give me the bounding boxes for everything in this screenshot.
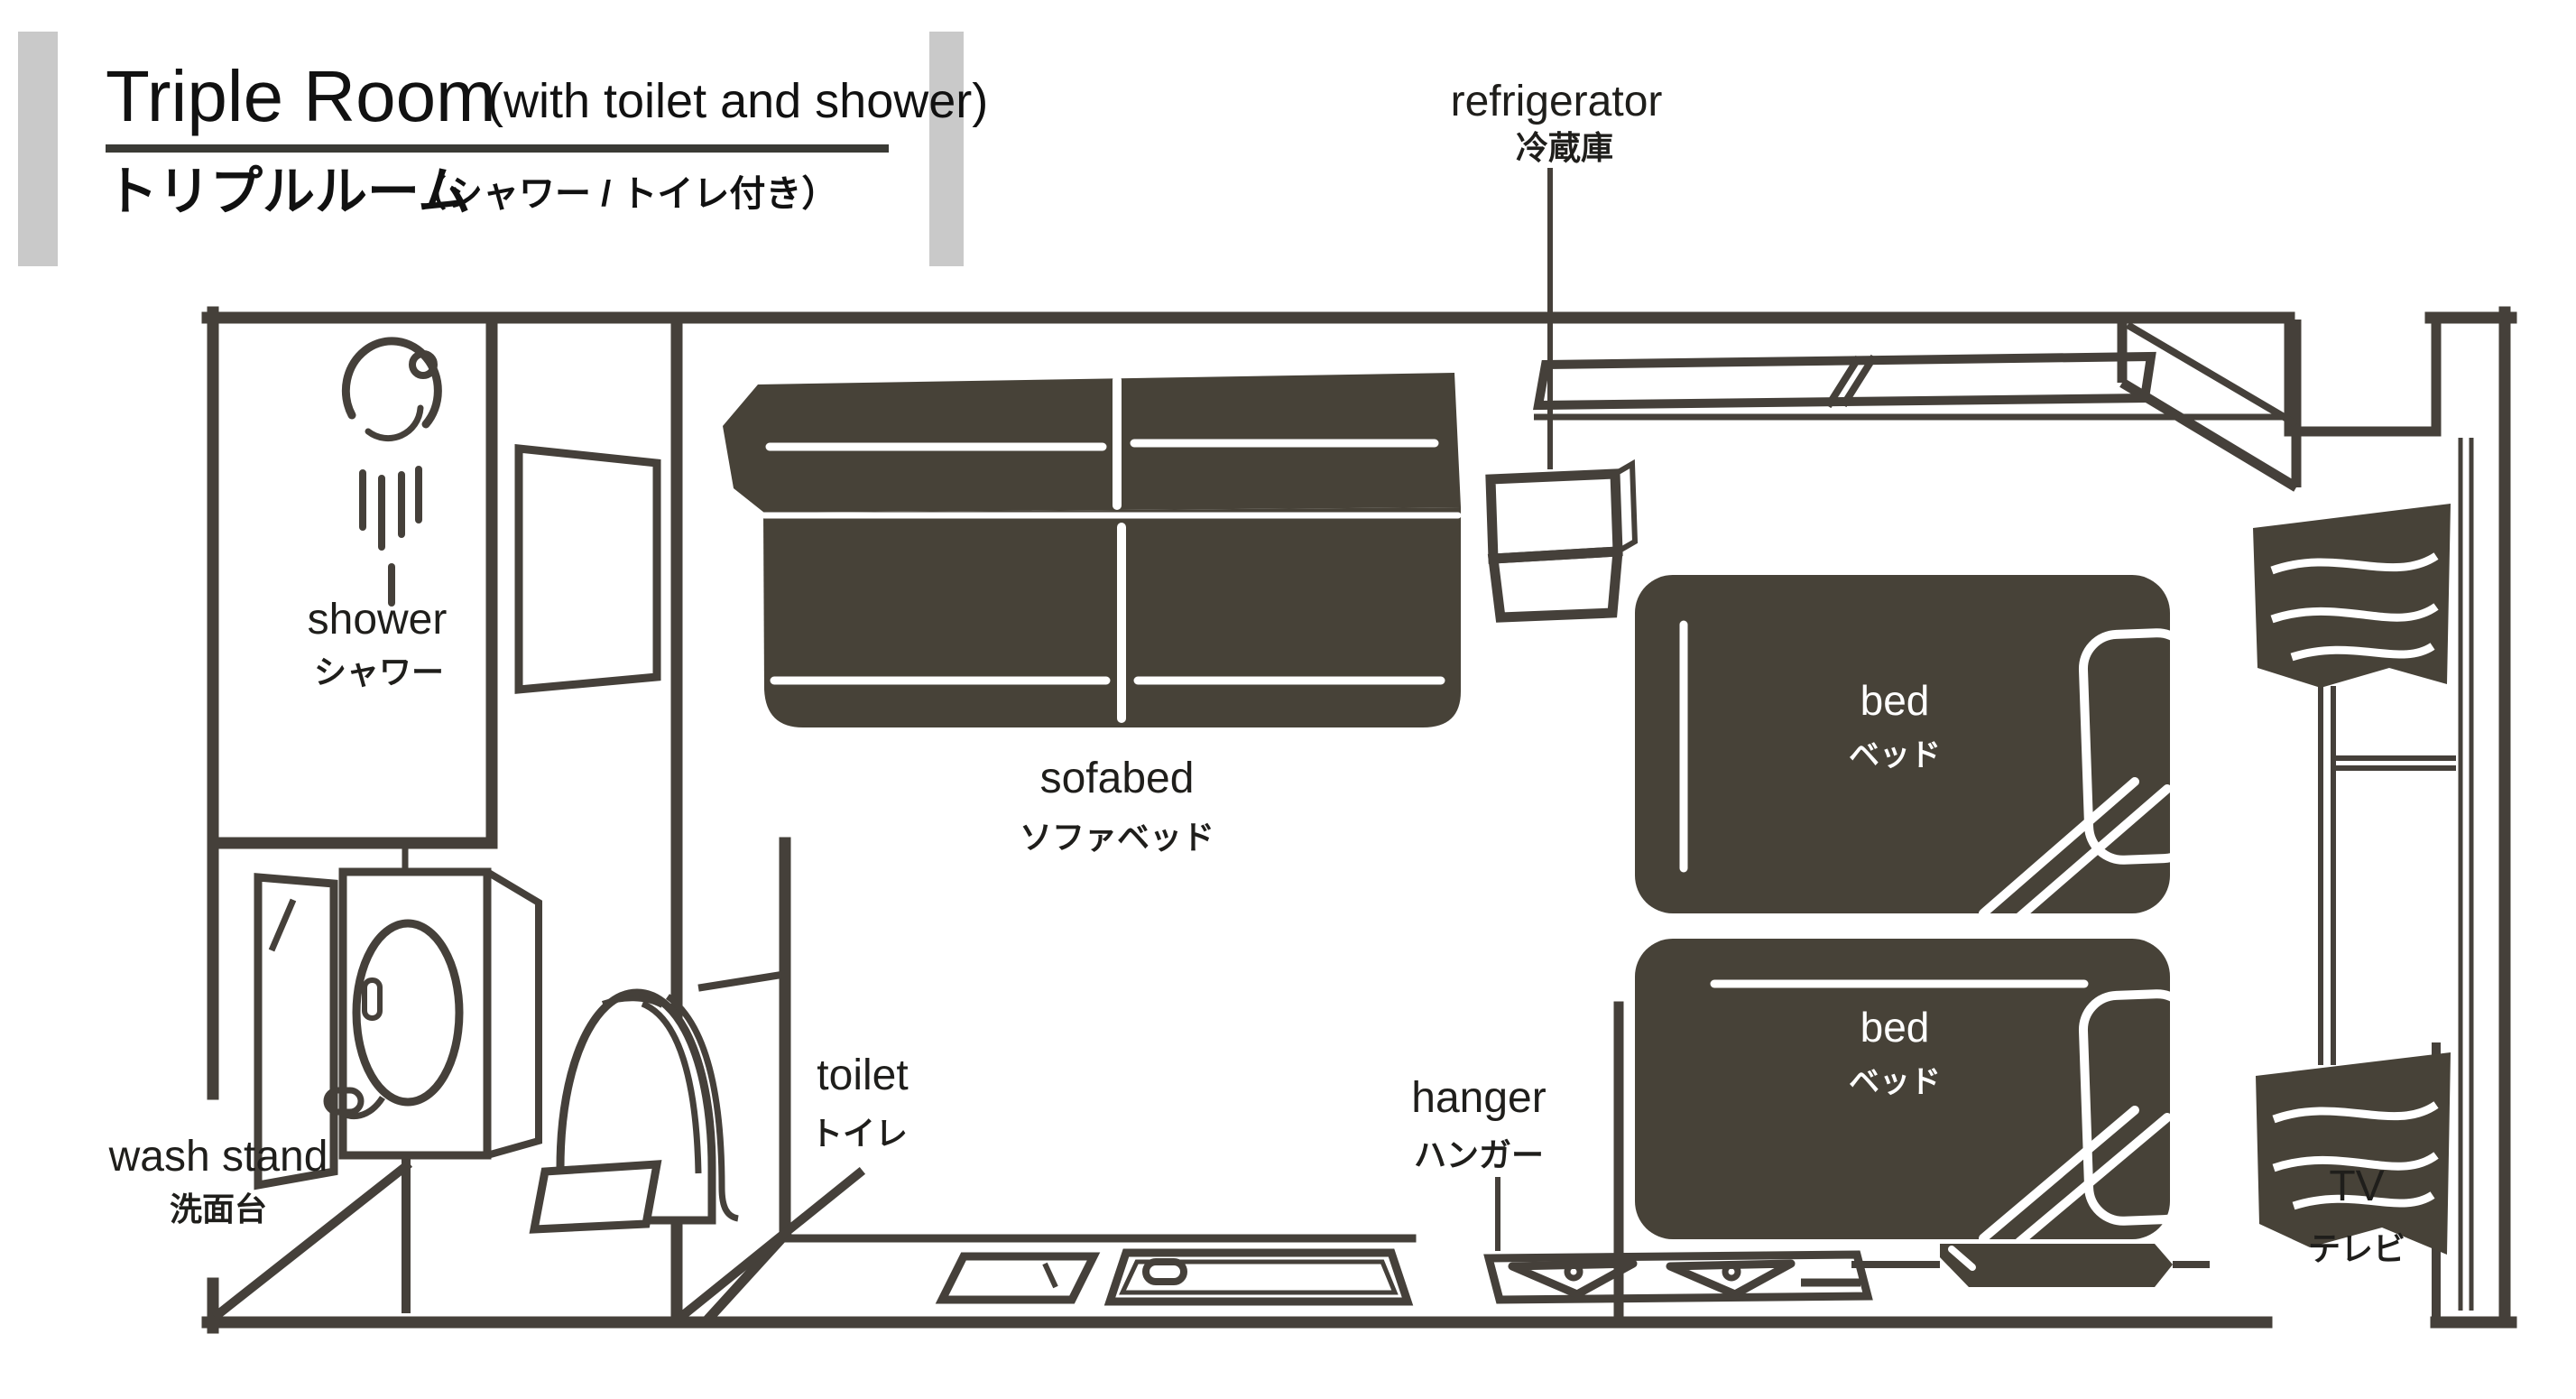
- curtain-rail-lines: [2458, 438, 2474, 1311]
- shower-spray-lines: [359, 466, 422, 551]
- curtain-bottom: [2256, 1052, 2451, 1255]
- title-divider: [106, 144, 889, 153]
- label-hanger-jp: ハンガー: [1414, 1136, 1544, 1173]
- shelf-box: [2117, 320, 2302, 492]
- label-toilet-jp: トイレ: [810, 1115, 908, 1152]
- page-title-jp-sub: （シャワー / トイレ付き）: [411, 174, 837, 214]
- sink-basin: [352, 919, 464, 1107]
- right-accent-bar: [929, 32, 964, 266]
- label-hanger-en: hanger: [1411, 1074, 1546, 1122]
- bed-2-mattress: [1635, 939, 2170, 1239]
- label-refrigerator-en: refrigerator: [1451, 78, 1663, 125]
- mirror-door: [254, 873, 338, 1191]
- hanger-rail: [1483, 1250, 1873, 1304]
- toilet-bowl: [556, 988, 716, 1225]
- sofabed: sofabed ソファベッド: [723, 373, 1462, 856]
- bed-1: bed ベッド: [1635, 575, 2202, 922]
- shower-area: shower シャワー: [308, 337, 448, 690]
- page-title: Triple Room: [106, 56, 496, 136]
- label-bed2-en: bed: [1860, 1004, 1930, 1051]
- sofabed-cushion-lines: [761, 375, 1462, 723]
- bed-2: bed ベッド: [1635, 939, 2202, 1246]
- wash-stand: wash stand 洗面台: [108, 867, 542, 1228]
- corridor-wall-panel: [514, 444, 661, 694]
- toilet-area: toilet トイレ: [529, 988, 909, 1234]
- window-bay: [2318, 438, 2474, 1311]
- shower-head-icon: [341, 337, 442, 607]
- title-block: Triple Room (with toilet and shower) トリプ…: [18, 32, 988, 266]
- entry-door-panel: [1103, 1248, 1414, 1306]
- label-bed1-en: bed: [1860, 677, 1930, 724]
- label-tv-jp: テレビ: [2308, 1230, 2405, 1267]
- door-handle: [1142, 1258, 1187, 1285]
- ac-vent-slashes: [1824, 354, 1878, 409]
- doormat: [935, 1252, 1101, 1304]
- bathroom-floor-edge: [211, 1154, 413, 1321]
- label-bed1-jp: ベッド: [1849, 738, 1941, 773]
- bed-2-blanket-fold: [1979, 1106, 2172, 1246]
- page-title-sub: (with toilet and shower): [487, 74, 988, 128]
- left-accent-bar: [18, 32, 58, 266]
- label-wash-stand-jp: 洗面台: [170, 1191, 267, 1228]
- label-toilet-en: toilet: [817, 1052, 908, 1099]
- tv-body: [1940, 1244, 2173, 1287]
- bed-1-pillow: [2078, 628, 2202, 865]
- window-glass-lines: [2318, 686, 2456, 1065]
- bed-1-blanket-fold: [1979, 777, 2172, 922]
- tv: TV テレビ: [1851, 1163, 2405, 1287]
- page-title-jp: トリプルルーム: [106, 162, 470, 221]
- label-bed2-jp: ベッド: [1849, 1065, 1941, 1099]
- curtain-top-folds: [2270, 552, 2439, 662]
- toilet-floor-edge: [675, 1166, 866, 1323]
- refrigerator: refrigerator 冷蔵庫: [1451, 78, 1663, 623]
- air-conditioner: [1533, 351, 2289, 421]
- label-sofabed-en: sofabed: [1040, 755, 1195, 802]
- curtains: [2253, 504, 2451, 1255]
- entrance: [935, 1248, 1414, 1306]
- label-wash-stand-en: wash stand: [108, 1133, 328, 1181]
- label-shower-jp: シャワー: [314, 653, 444, 690]
- label-sofabed-jp: ソファベッド: [1020, 819, 1214, 856]
- toilet-lid-edge: [665, 994, 739, 1222]
- curtain-bottom-folds: [2272, 1101, 2439, 1210]
- bed-2-pillow: [2078, 989, 2202, 1226]
- toilet-base: [529, 1160, 662, 1234]
- label-shower-en: shower: [308, 596, 448, 644]
- sofabed-seat: [763, 507, 1461, 727]
- label-tv-en: TV: [2329, 1163, 2384, 1210]
- bed-1-mattress: [1635, 575, 2170, 913]
- curtain-top: [2253, 504, 2451, 688]
- label-refrigerator-jp: 冷蔵庫: [1516, 129, 1613, 166]
- wall-alcove: [2284, 312, 2442, 437]
- toilet-wall-top-edge: [697, 970, 786, 992]
- wash-cabinet: [338, 867, 492, 1160]
- hanger-area: hanger ハンガー: [1411, 1074, 1873, 1304]
- hanger-icons: [1508, 1259, 1860, 1299]
